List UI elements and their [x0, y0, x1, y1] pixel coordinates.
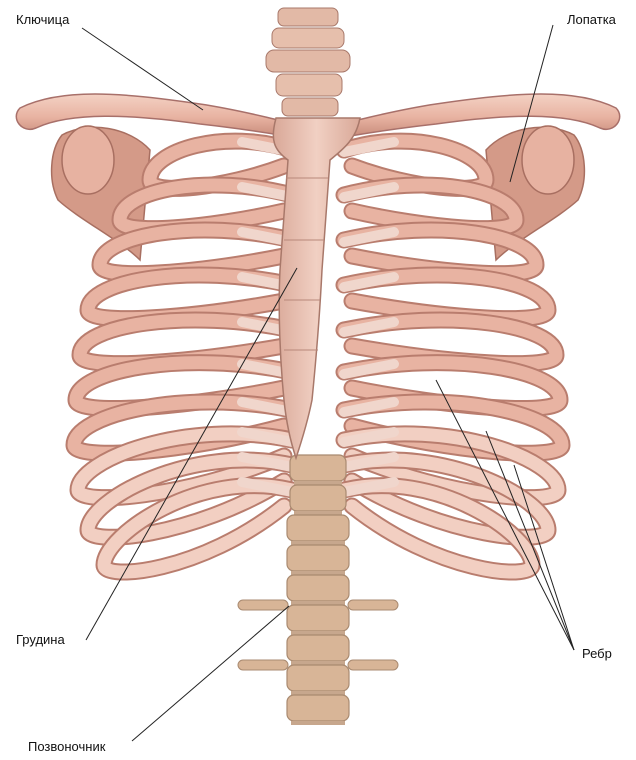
right-transverse-process-2 — [348, 660, 398, 670]
right-transverse-process-1 — [348, 600, 398, 610]
right-shoulder-joint — [522, 126, 574, 194]
spine-leader — [132, 606, 289, 741]
left-transverse-process-2 — [238, 660, 288, 670]
left-transverse-process-1 — [238, 600, 288, 610]
cervical-vertebrae — [266, 8, 350, 116]
vertebra-4 — [287, 545, 349, 571]
label-scapula: Лопатка — [567, 12, 616, 28]
label-clavicle: Ключица — [16, 12, 69, 28]
left-shoulder-joint — [62, 126, 114, 194]
label-sternum: Грудина — [16, 632, 65, 648]
vertebra-8 — [287, 665, 349, 691]
vertebra-9 — [287, 695, 349, 721]
right-clavicle — [348, 94, 620, 136]
vertebra-5 — [287, 575, 349, 601]
vertebra-1 — [290, 455, 346, 481]
left-clavicle — [16, 94, 288, 136]
vertebra-3 — [287, 515, 349, 541]
vertebra-2 — [290, 485, 346, 511]
label-ribs: Ребр — [582, 646, 612, 662]
label-spine: Позвоночник — [28, 739, 105, 755]
vertebra-7 — [287, 635, 349, 661]
intervertebral-disc-9 — [291, 721, 345, 725]
vertebra-6 — [287, 605, 349, 631]
